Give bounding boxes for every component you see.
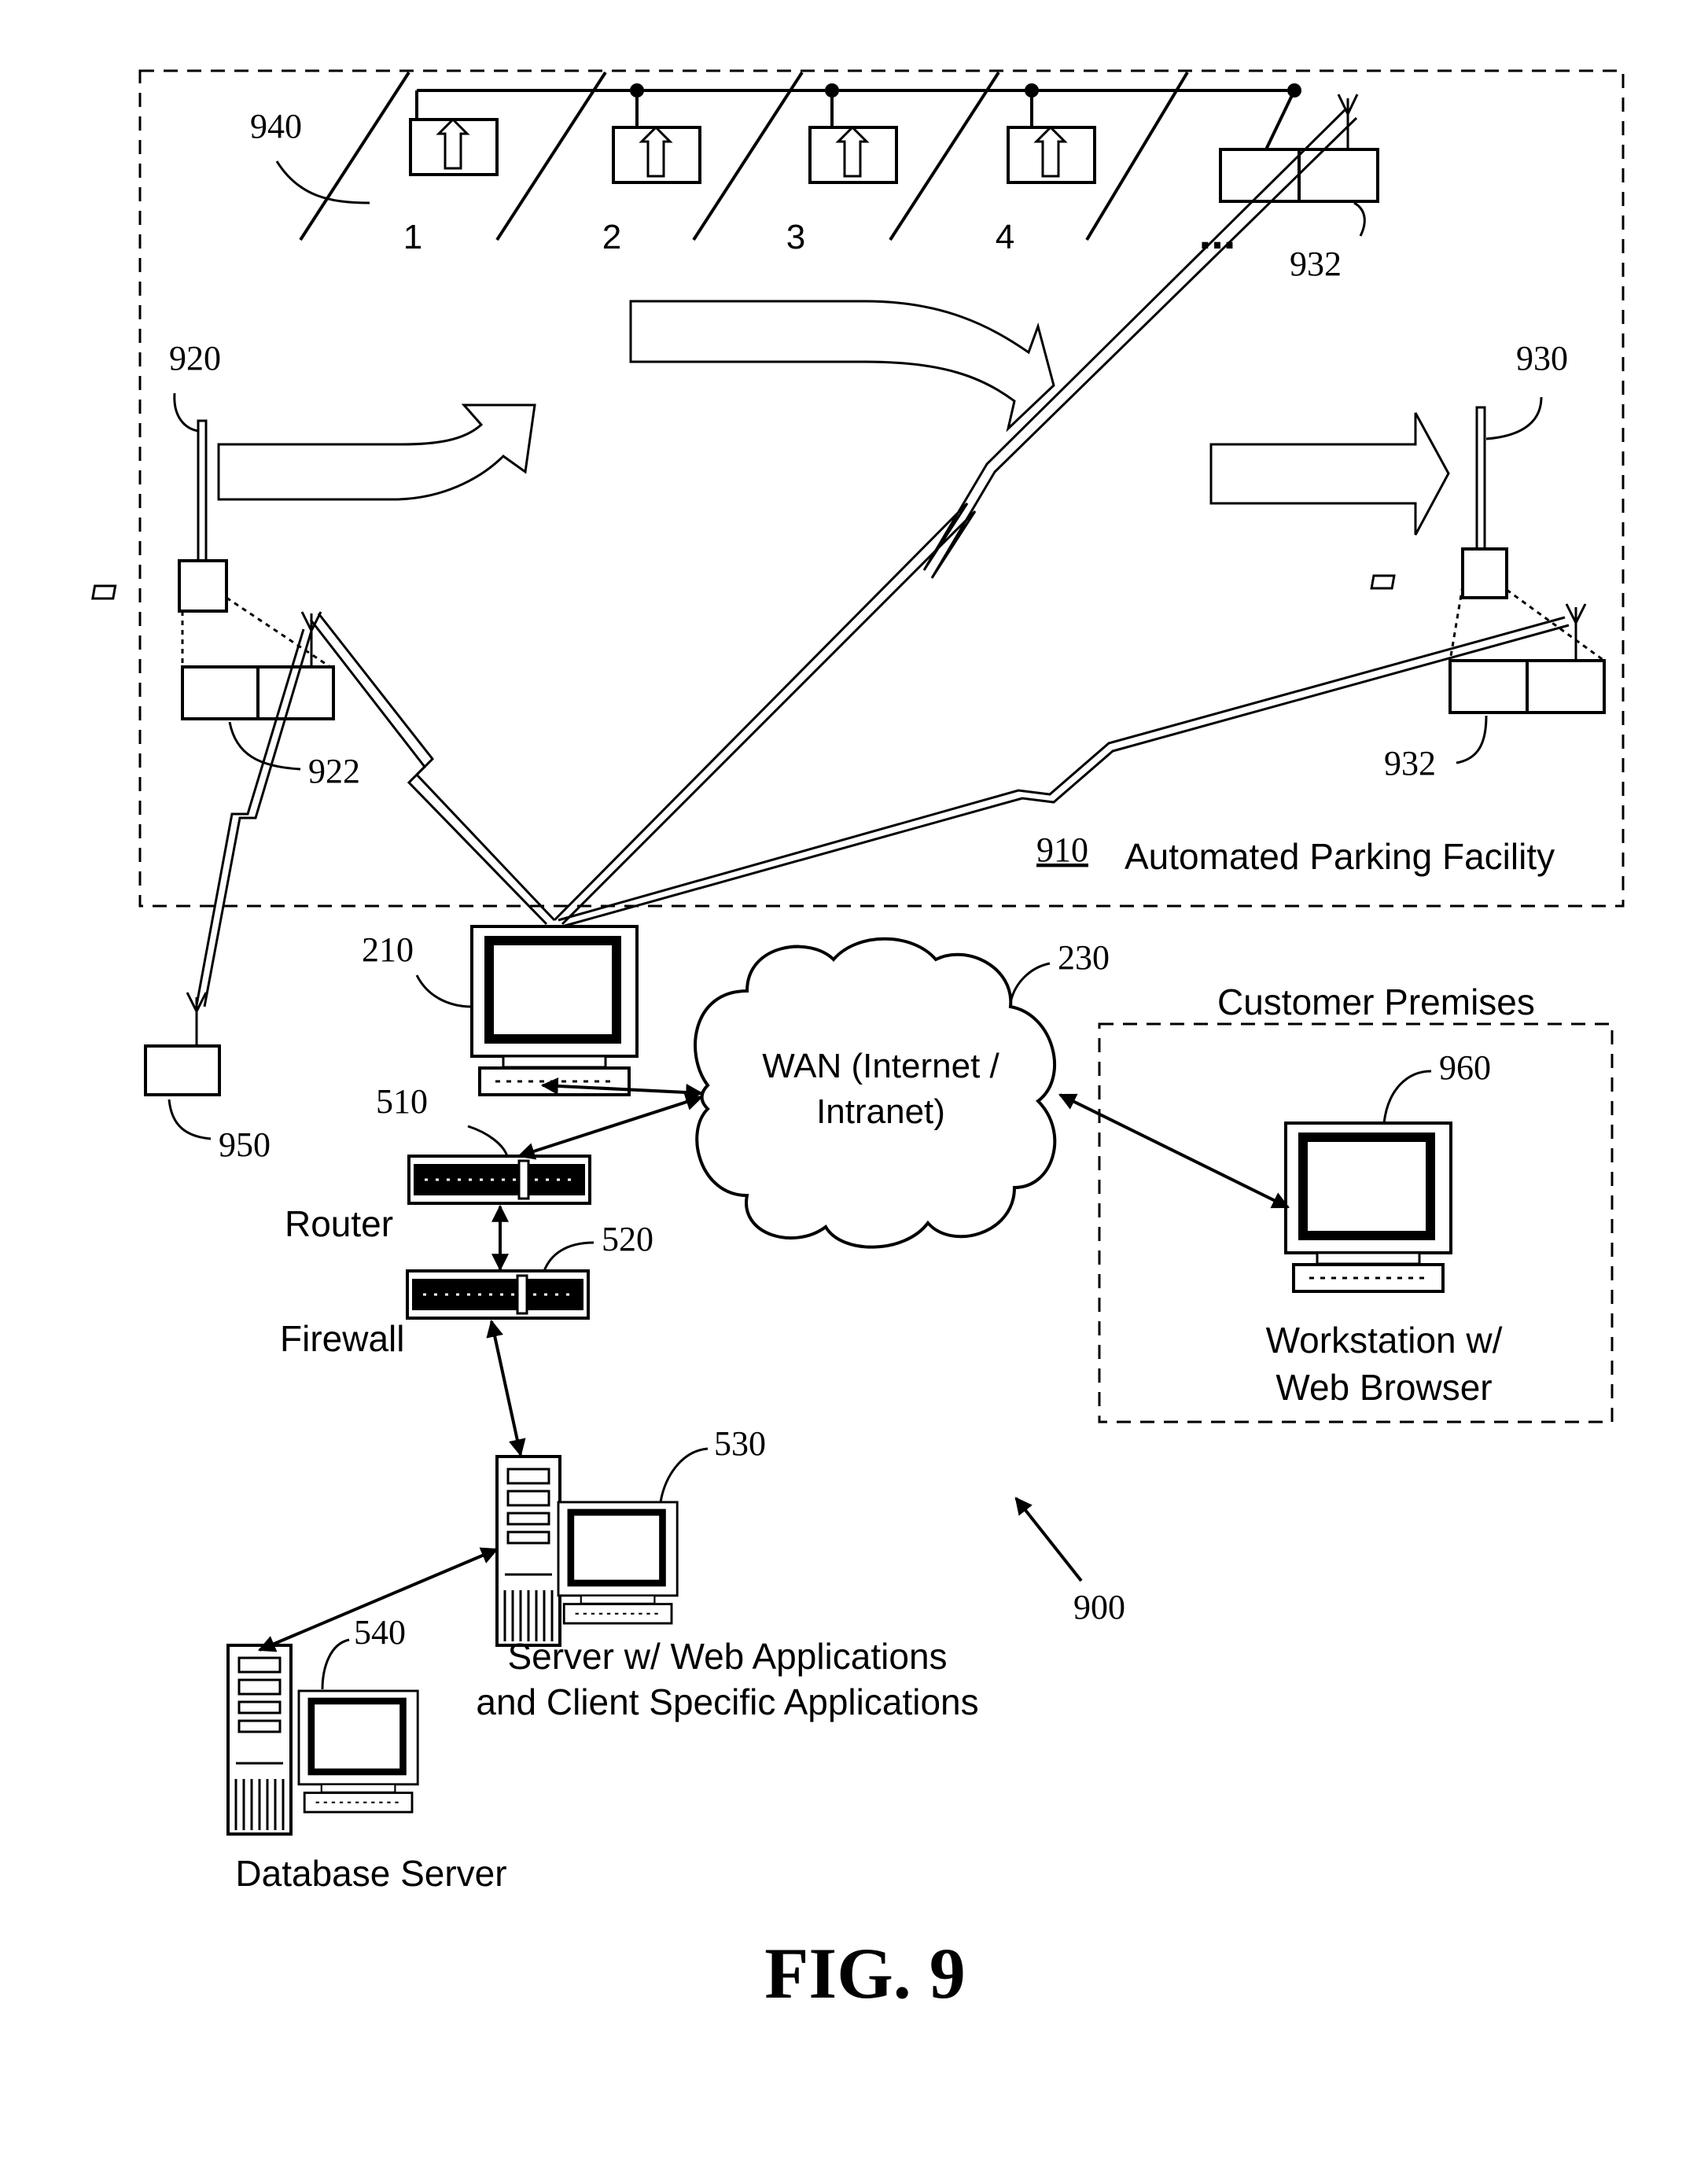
db-server-label: Database Server — [235, 1853, 506, 1894]
router — [409, 1156, 590, 1203]
firewall-label: Firewall — [280, 1318, 404, 1359]
router-label: Router — [285, 1203, 393, 1244]
workstation-label-line1: Workstation w/ — [1266, 1320, 1503, 1361]
leader-922 — [230, 722, 300, 769]
flow-arrow-exit — [1211, 413, 1448, 535]
space-number-3: 3 — [786, 218, 805, 256]
space-ellipsis: ... — [1199, 208, 1236, 258]
ref-922: 922 — [308, 752, 360, 790]
ref-530: 530 — [714, 1424, 766, 1463]
space-controller — [1220, 94, 1378, 201]
ref-960: 960 — [1439, 1048, 1491, 1087]
leader-520 — [544, 1243, 594, 1271]
space-sensor-4 — [1008, 127, 1095, 182]
space-sensor-3 — [810, 127, 896, 182]
leader-210 — [417, 975, 472, 1007]
host-computer — [472, 926, 637, 1095]
leader-930 — [1486, 397, 1541, 439]
leader-950 — [169, 1099, 211, 1139]
leader-960 — [1384, 1071, 1431, 1123]
remote-device — [145, 993, 219, 1095]
facility-label: Automated Parking Facility — [1125, 836, 1555, 877]
ref-950: 950 — [219, 1125, 271, 1164]
wan-label-line1: WAN (Internet / — [762, 1047, 999, 1085]
pointer-900 — [1016, 1498, 1081, 1581]
leader-530 — [661, 1449, 708, 1502]
web-server-monitor — [558, 1502, 677, 1623]
ref-510: 510 — [376, 1082, 428, 1121]
db-server-tower — [228, 1645, 291, 1834]
firewall — [407, 1271, 588, 1318]
wan-label-line2: Intranet) — [816, 1092, 945, 1131]
leader-920 — [175, 393, 198, 431]
flow-arrow-middle — [631, 301, 1054, 429]
leader-230 — [1010, 963, 1050, 1003]
flow-arrow-entry — [219, 405, 535, 499]
workstation-label-line2: Web Browser — [1275, 1367, 1492, 1408]
web-server-label-line1: Server w/ Web Applications — [507, 1636, 947, 1677]
ref-520: 520 — [602, 1220, 653, 1258]
ref-910: 910 — [1036, 831, 1088, 869]
leader-940 — [277, 161, 370, 203]
ref-920: 920 — [169, 339, 221, 378]
exit-device — [1450, 586, 1604, 713]
customer-premises-label: Customer Premises — [1217, 982, 1535, 1022]
workstation — [1286, 1123, 1451, 1291]
ref-210: 210 — [362, 930, 414, 969]
web-server-label-line2: and Client Specific Applications — [476, 1681, 978, 1722]
ref-230: 230 — [1058, 938, 1110, 977]
leader-932-top — [1354, 203, 1364, 236]
figure-title: FIG. 9 — [764, 1933, 966, 2013]
space-sensor-2 — [613, 127, 700, 182]
entrance-reader — [93, 421, 226, 611]
space-number-2: 2 — [602, 218, 621, 256]
ref-940: 940 — [250, 107, 302, 145]
leader-540 — [322, 1640, 349, 1689]
ref-930: 930 — [1516, 339, 1568, 378]
entrance-device — [182, 598, 333, 719]
ref-540: 540 — [354, 1613, 406, 1652]
leader-510 — [468, 1126, 507, 1156]
ref-932-top: 932 — [1290, 245, 1342, 283]
db-server-monitor — [299, 1691, 418, 1812]
ref-932-exit: 932 — [1384, 744, 1436, 783]
space-number-4: 4 — [996, 218, 1014, 256]
ref-900: 900 — [1073, 1588, 1125, 1626]
space-number-1: 1 — [403, 218, 422, 256]
leader-932-exit — [1456, 716, 1486, 763]
web-server-tower — [497, 1457, 560, 1645]
space-sensor-1 — [410, 120, 497, 175]
